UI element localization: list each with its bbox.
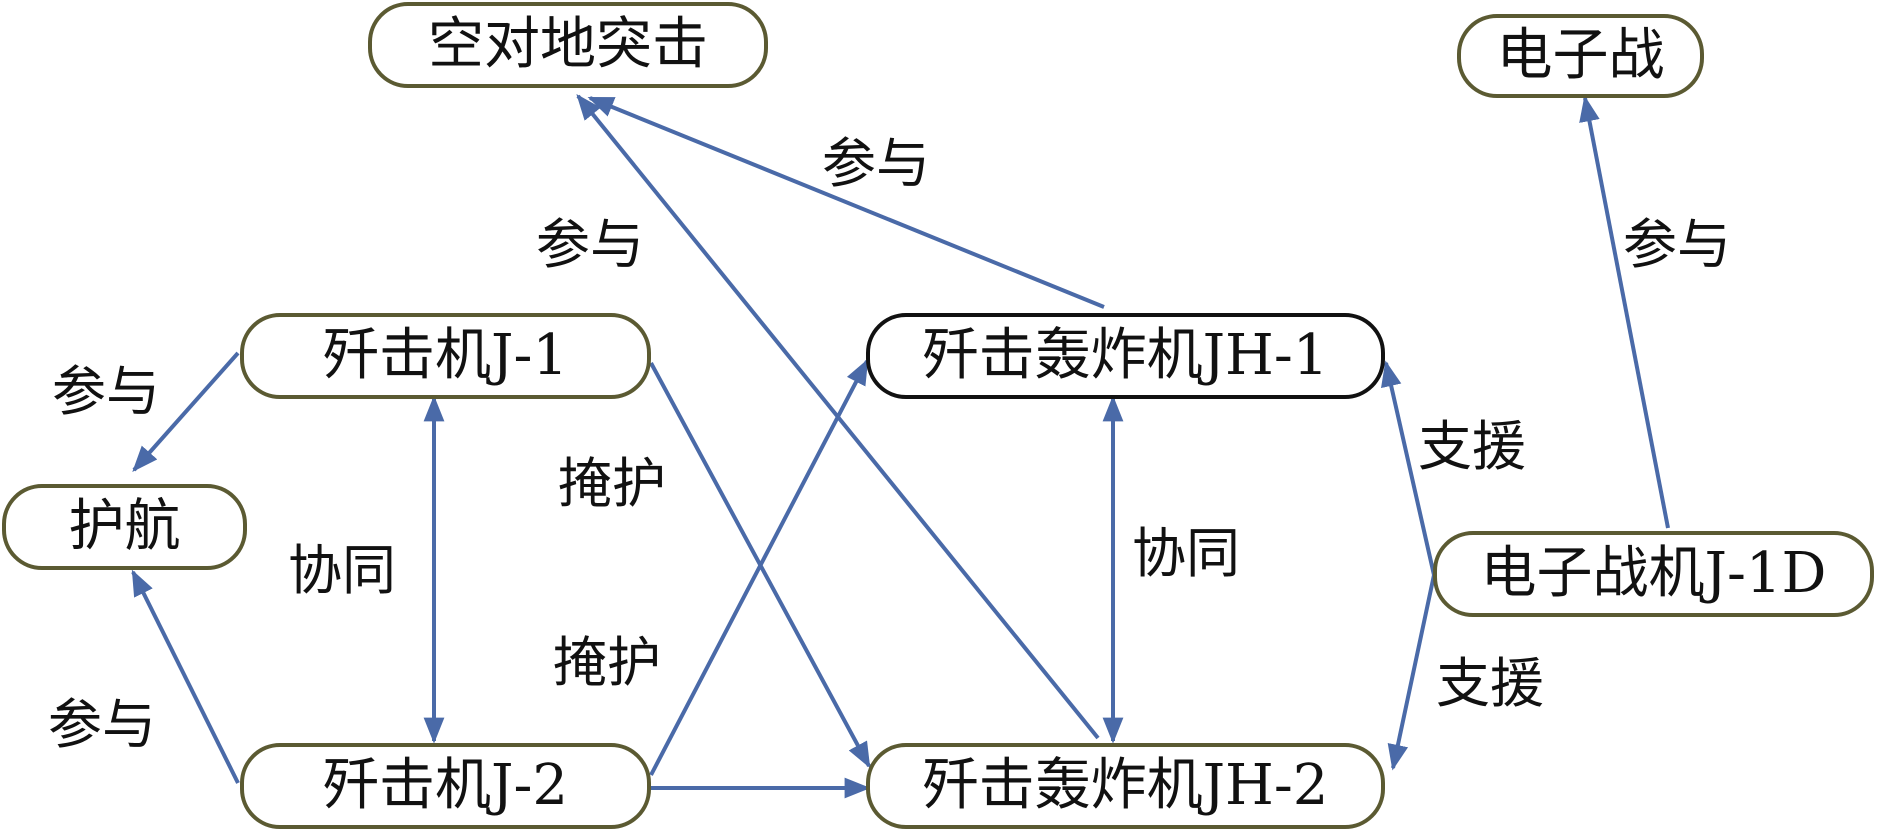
- label-participate-jh1-air: 参与: [822, 132, 930, 195]
- edge-j1d-support-jh1: [1381, 360, 1436, 576]
- label-participate-j1-escort: 参与: [52, 360, 160, 423]
- label-support-j1d-jh1: 支援: [1418, 415, 1526, 478]
- edge-j2-to-escort: [131, 569, 240, 784]
- label-participate-jh2-air: 参与: [536, 213, 644, 276]
- label-cover-j2-jh1: 掩护: [553, 631, 661, 694]
- label-cooperate-jh1-jh2: 协同: [1132, 522, 1240, 585]
- node-air-to-ground-attack: 空对地突击: [368, 2, 768, 88]
- label-cover-j1-jh2: 掩护: [558, 452, 666, 515]
- node-escort: 护航: [2, 484, 247, 570]
- node-ew-aircraft-j1d: 电子战机J-1D: [1433, 531, 1874, 617]
- edge-j2-cover-jh1: [649, 358, 869, 776]
- label-support-j1d-jh2: 支援: [1436, 652, 1544, 715]
- node-fighter-j1: 歼击机J-1: [240, 313, 651, 399]
- node-fighter-bomber-jh1: 歼击轰炸机JH-1: [866, 313, 1385, 399]
- label-participate-j2-escort: 参与: [48, 693, 156, 756]
- node-electronic-warfare: 电子战: [1457, 14, 1704, 98]
- edge-j1-to-escort: [132, 351, 240, 472]
- edge-j1d-support-jh2: [1387, 574, 1436, 771]
- node-fighter-j2: 歼击机J-2: [240, 743, 651, 829]
- edge-jh1-to-air-ground: [587, 96, 1105, 309]
- edge-j1d-to-ew: [1579, 95, 1670, 529]
- label-participate-j1d-ew: 参与: [1623, 213, 1731, 276]
- label-cooperate-j1-j2: 协同: [288, 539, 396, 602]
- node-fighter-bomber-jh2: 歼击轰炸机JH-2: [866, 743, 1385, 829]
